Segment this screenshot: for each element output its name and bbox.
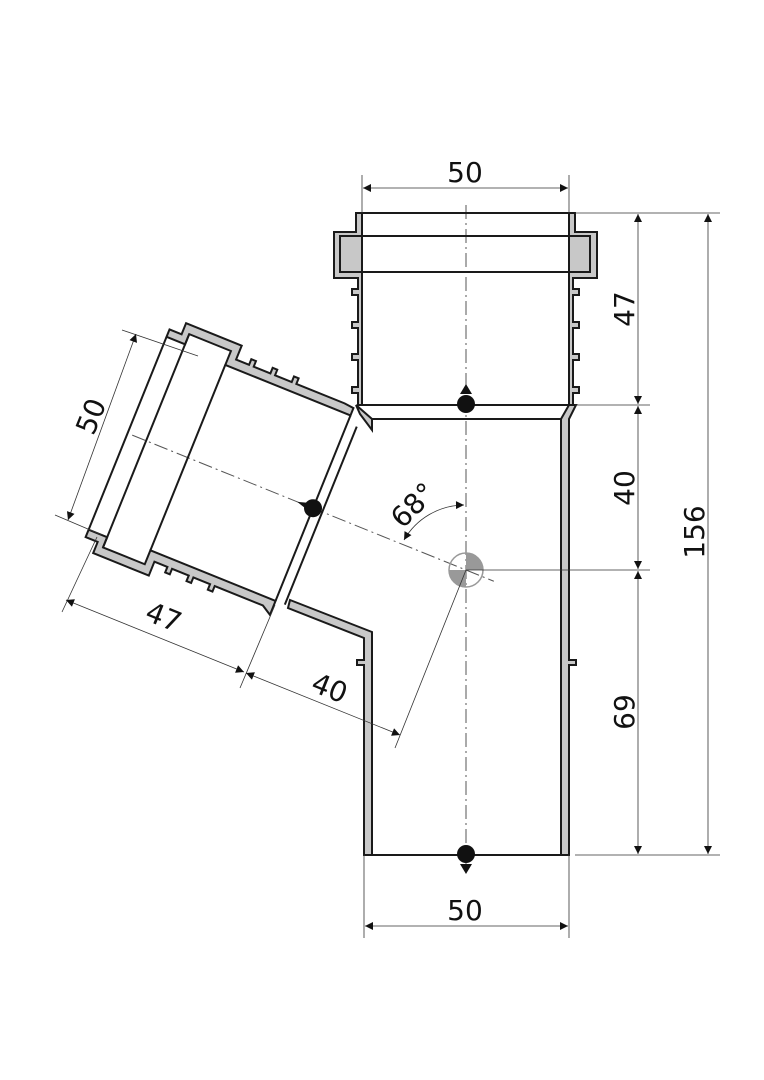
- dim-center-to-bottom: 69: [608, 694, 641, 730]
- top-socket: [333, 212, 598, 420]
- dim-overall-height: 156: [678, 505, 711, 558]
- dim-angle: 68°: [384, 476, 442, 534]
- dim-branch-width: 50: [69, 394, 113, 439]
- dimensions: [54, 175, 720, 938]
- dim-branch-socket-length: 47: [141, 595, 186, 639]
- main-pipe: [286, 404, 578, 856]
- dim-socket-length: 47: [608, 291, 641, 327]
- dim-bottom-width: 50: [447, 894, 483, 927]
- dim-upper-to-center: 40: [608, 470, 641, 506]
- branch-socket: [84, 321, 495, 617]
- dim-branch-to-center: 40: [307, 666, 352, 710]
- dim-top-width: 50: [447, 156, 483, 189]
